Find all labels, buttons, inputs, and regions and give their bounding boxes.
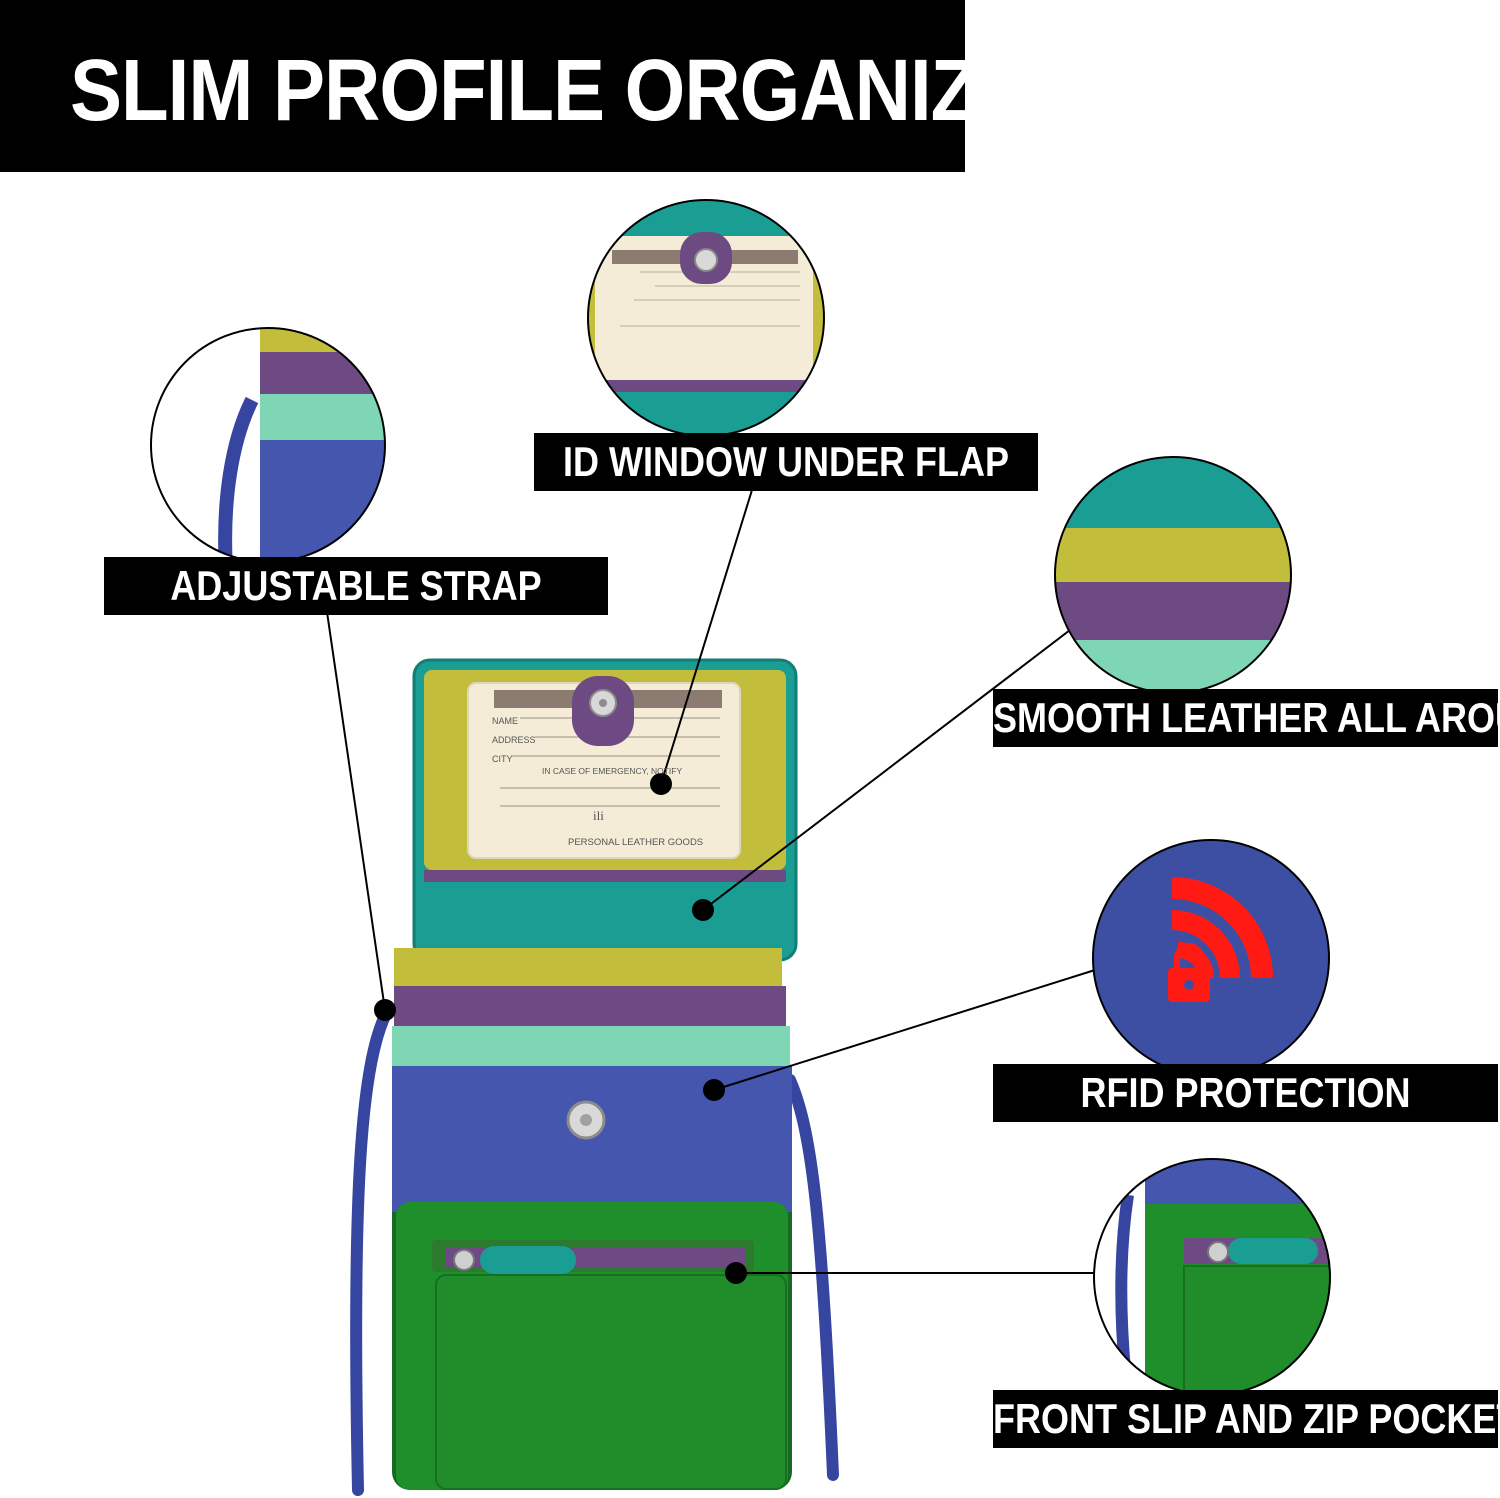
callout-leather: SMOOTH LEATHER ALL AROUND: [993, 689, 1500, 747]
strap-left: [350, 1004, 394, 1496]
id-brand-line: PERSONAL LEATHER GOODS: [568, 837, 704, 848]
id-name-label: NAME: [492, 716, 519, 726]
zipper-pull-icon: [480, 1246, 576, 1274]
zoom-circle-pockets: [1093, 1158, 1331, 1396]
title-banner: SLIM PROFILE ORGANIZER: [0, 0, 1085, 172]
strap-right: [784, 1074, 839, 1481]
callout-rfid-text: RFID PROTECTION: [1080, 1068, 1411, 1116]
id-card-text: NAME ADDRESS CITY: [492, 712, 536, 769]
callout-id-window-text: ID WINDOW UNDER FLAP: [563, 437, 1009, 485]
id-address-label: ADDRESS: [492, 735, 536, 745]
id-city-label: CITY: [492, 754, 513, 764]
callout-id-window: ID WINDOW UNDER FLAP: [534, 433, 1038, 491]
leader-lines: [326, 489, 1096, 1274]
callout-rfid: RFID PROTECTION: [993, 1064, 1498, 1122]
callout-pockets: FRONT SLIP AND ZIP POCKETS: [993, 1390, 1500, 1448]
callout-pockets-text: FRONT SLIP AND ZIP POCKETS: [993, 1394, 1500, 1442]
callout-leather-text: SMOOTH LEATHER ALL AROUND: [993, 693, 1500, 741]
organizer-bag: [350, 658, 839, 1496]
zoom-circle-rfid: [1092, 839, 1330, 1077]
callout-strap-text: ADJUSTABLE STRAP: [170, 561, 542, 609]
callout-strap: ADJUSTABLE STRAP: [104, 557, 608, 615]
rfid-panel: [392, 1066, 792, 1212]
zoom-circle-strap: [150, 327, 386, 563]
rfid-lock-icon: [1168, 877, 1273, 1002]
id-brand-mark: ili: [593, 808, 604, 823]
zoom-circle-id: [587, 199, 825, 437]
zoom-circle-leather: [1054, 456, 1292, 694]
id-emergency-label: IN CASE OF EMERGENCY, NOTIFY: [542, 766, 683, 776]
page-title: SLIM PROFILE ORGANIZER: [70, 40, 1085, 139]
